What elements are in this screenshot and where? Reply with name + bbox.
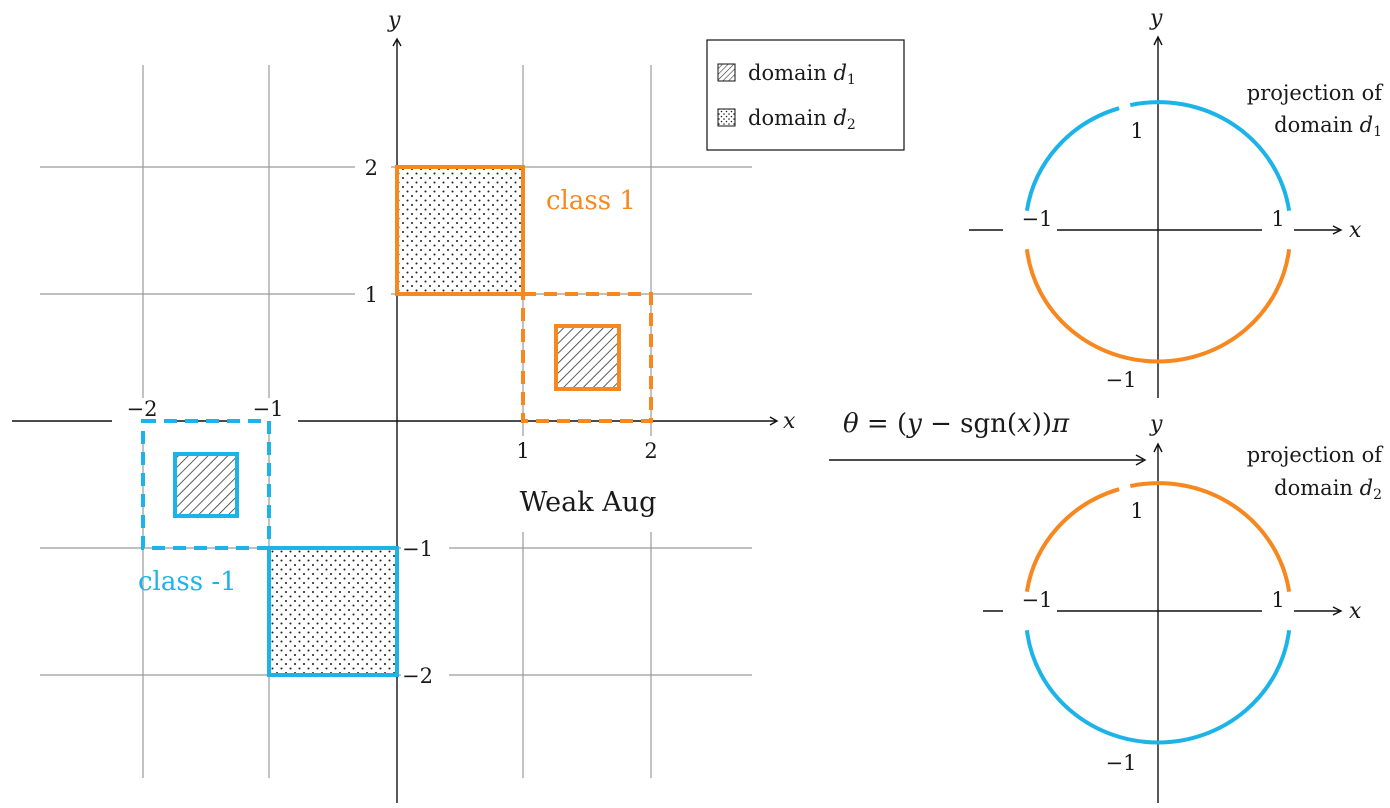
circle-d1-tick-top: 1 — [1130, 119, 1143, 143]
mapping: θ = (y − sgn(x))π — [829, 409, 1147, 466]
class-neg-label: class -1 — [138, 567, 237, 597]
legend-box — [706, 39, 905, 151]
x-axis-arrow-icon — [769, 416, 779, 426]
circle-d1-x-arrow-icon — [1332, 225, 1343, 235]
y-axis-arrow-icon — [392, 37, 402, 47]
circle-d2-tick-top: 1 — [1130, 499, 1143, 523]
tick-y-2: 2 — [365, 156, 378, 180]
legend-dots-swatch-icon — [717, 108, 736, 127]
tick-x-neg2: −2 — [127, 397, 158, 421]
tick-y-neg2: −2 — [402, 664, 433, 688]
tick-y-neg1: −1 — [402, 537, 433, 561]
class-pos-domain1-square — [554, 324, 621, 391]
legend: domain d1 domain d2 — [706, 39, 905, 151]
circle-d2-tick-left: −1 — [1022, 588, 1053, 612]
legend-hatch-swatch-icon — [717, 63, 736, 82]
x-axis-label: x — [783, 409, 796, 434]
class-neg-regions — [141, 419, 399, 677]
class-pos-weak-aug-box — [521, 292, 653, 423]
circle-d2-x-label: x — [1349, 599, 1362, 624]
circle-d1-arc-upper-right — [1129, 100, 1292, 212]
weak-aug-label: Weak Aug — [520, 487, 657, 518]
circle-d1-y-label: y — [1149, 6, 1163, 31]
tick-x-1: 1 — [516, 439, 529, 463]
circle-d1-y-arrow-icon — [1153, 35, 1163, 46]
circle-d2-x-arrow-icon — [1332, 606, 1343, 616]
circle-d1: x y 1 −1 −1 1 projection of domain d1 — [969, 6, 1384, 398]
circle-d1-arc-lower — [1024, 249, 1292, 364]
circle-d2-title-line2: domain d2 — [1274, 476, 1382, 503]
class-neg-domain2-square — [267, 546, 399, 677]
circle-d1-arc-upper-left — [1024, 106, 1120, 212]
circle-d2-y-arrow-icon — [1153, 442, 1163, 453]
circle-d2-arc-lower — [1024, 630, 1292, 745]
class-pos-domain2-square — [395, 165, 525, 296]
tick-x-2: 2 — [644, 439, 657, 463]
mapping-arrow-head-icon — [1135, 454, 1147, 466]
class-neg-domain1-square — [173, 452, 239, 518]
mapping-equation: θ = (y − sgn(x))π — [843, 409, 1070, 439]
circle-d1-title-line2: domain d1 — [1274, 113, 1382, 140]
class-pos-regions — [395, 165, 653, 423]
circle-d1-title-line1: projection of — [1247, 81, 1384, 105]
circle-d2-arc-upper-left — [1024, 487, 1120, 593]
circle-d2-tick-bottom: −1 — [1106, 751, 1137, 775]
circle-d1-tick-right: 1 — [1271, 207, 1284, 231]
circle-d1-tick-bottom: −1 — [1106, 368, 1137, 392]
legend-item-d2: domain d2 — [748, 106, 856, 133]
circle-d2-y-label: y — [1149, 412, 1163, 437]
legend-item-d1: domain d1 — [748, 61, 856, 88]
circle-d2-arc-upper-right — [1129, 481, 1292, 593]
circle-d2-title-line1: projection of — [1247, 443, 1384, 467]
circle-d1-tick-left: −1 — [1022, 207, 1053, 231]
circle-d2-tick-right: 1 — [1271, 588, 1284, 612]
y-axis-label: y — [387, 8, 401, 33]
class-pos-label: class 1 — [546, 186, 636, 216]
circle-d1-x-label: x — [1349, 218, 1362, 243]
class-neg-weak-aug-box — [141, 419, 271, 550]
circle-d2: x y 1 −1 −1 1 projection of domain d2 — [983, 412, 1384, 803]
tick-y-1: 1 — [365, 283, 378, 307]
tick-x-neg1: −1 — [253, 397, 284, 421]
